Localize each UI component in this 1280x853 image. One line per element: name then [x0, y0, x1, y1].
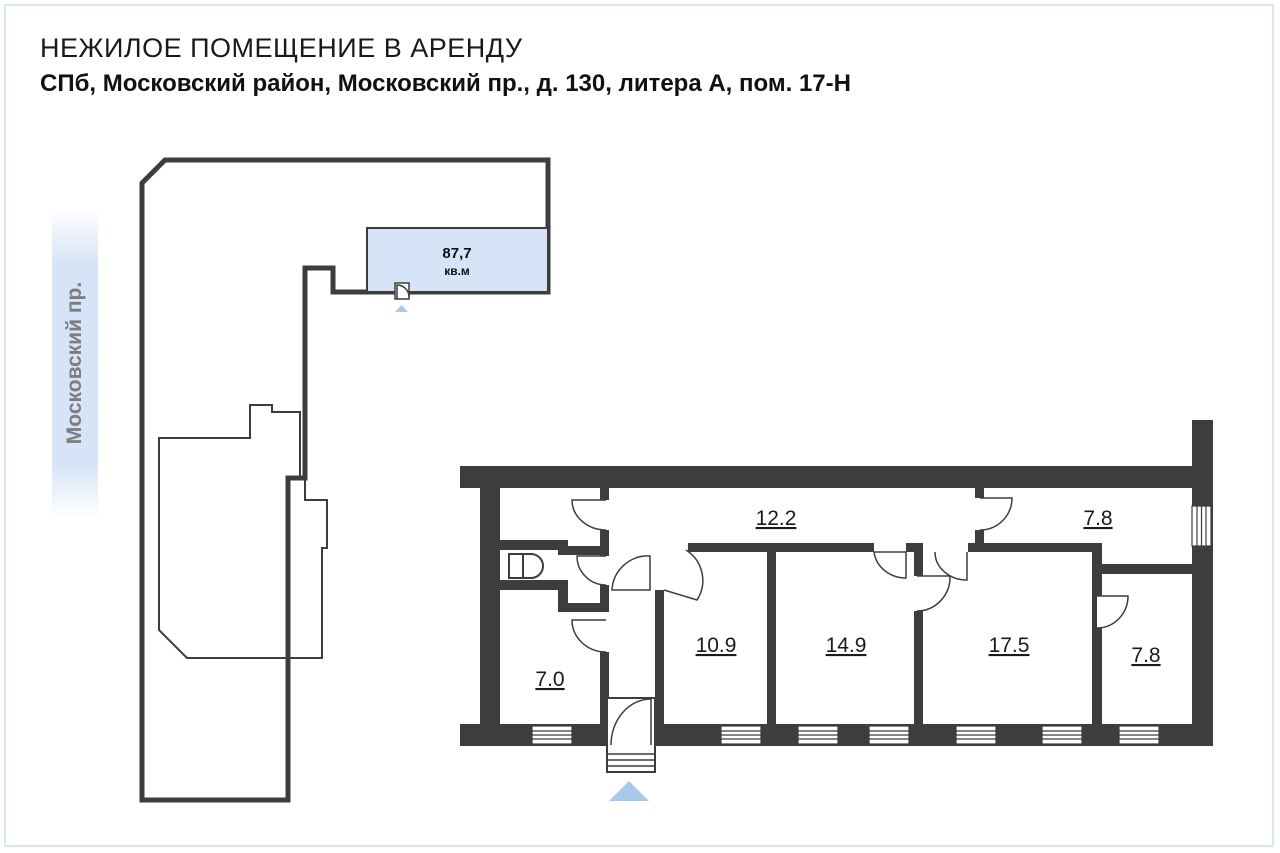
wall-mid-1 — [688, 543, 874, 552]
room-area-b: 14.9 — [826, 634, 867, 657]
premises-area-value: 87,7 — [442, 245, 471, 262]
room-area-top-right: 7.8 — [1083, 507, 1112, 530]
door-room-left-icon — [571, 619, 607, 653]
wall-mid-7 — [975, 530, 984, 552]
room-labels: 12.2 7.8 7.0 10.9 14.9 17.5 7.8 — [535, 507, 1160, 691]
page-title: НЕЖИЛОЕ ПОМЕЩЕНИЕ В АРЕНДУ — [40, 33, 523, 63]
wall-bath-5 — [558, 580, 568, 610]
door-room-c-upper-icon — [934, 551, 968, 581]
detailed-plan: 12.2 7.8 7.0 10.9 14.9 17.5 7.8 — [460, 420, 1213, 801]
site-entrance-arrow-icon — [395, 305, 408, 312]
door-room-top-right-icon — [979, 497, 1013, 531]
room-area-c: 17.5 — [989, 634, 1030, 657]
door-bath-lower-icon — [576, 555, 607, 586]
wall-left — [480, 466, 500, 746]
door-room-right-icon — [1096, 595, 1129, 629]
entrance-vestibule — [606, 697, 656, 773]
room-area-right: 7.8 — [1131, 644, 1160, 667]
door-corridor-icon — [611, 549, 704, 601]
window-icon — [531, 725, 573, 745]
door-bath-upper-icon — [571, 499, 607, 531]
wall-top — [460, 466, 1213, 488]
wall-room-a-left — [655, 590, 664, 725]
street-band — [52, 208, 98, 518]
wall-mid-2 — [906, 543, 916, 552]
room-area-left: 7.0 — [535, 668, 564, 691]
wall-mid-3 — [968, 543, 1100, 552]
wall-pillar-right — [1192, 420, 1213, 746]
wall-mid-4 — [1092, 543, 1102, 725]
window-icon — [955, 725, 997, 745]
windows — [531, 505, 1212, 745]
room-area-corridor: 12.2 — [756, 507, 797, 530]
wall-bath-7 — [600, 488, 609, 500]
door-room-c-lower-icon — [916, 575, 951, 612]
site-plan: 87,7 кв.м — [139, 157, 551, 803]
wall-bath-10 — [600, 652, 609, 725]
door-room-b-icon — [873, 551, 907, 579]
wall-room-a-b — [767, 543, 776, 725]
premises-highlight — [366, 227, 549, 293]
wall-room-b-c-bottom — [914, 611, 923, 725]
entrance-arrow-icon — [609, 781, 649, 801]
window-icon — [868, 725, 910, 745]
wall-bath-6 — [558, 603, 603, 612]
window-icon — [1118, 725, 1160, 745]
wall-mid-6 — [975, 488, 984, 498]
wall-mid-5 — [1092, 564, 1192, 574]
address-line: СПб, Московский район, Московский пр., д… — [40, 70, 851, 97]
window-side-icon — [1191, 505, 1212, 547]
building-outline — [139, 157, 551, 803]
wall-bath-1 — [500, 540, 558, 550]
window-icon — [797, 725, 839, 745]
window-icon — [720, 725, 762, 745]
wall-bath-4 — [500, 580, 558, 590]
wall-bath-3 — [558, 546, 603, 555]
wall-bath-9 — [600, 585, 609, 612]
courtyard-outline — [158, 404, 328, 659]
site-door-icon — [394, 282, 410, 300]
premises-area-unit: кв.м — [444, 264, 470, 278]
wall-room-b-c-top — [914, 543, 923, 576]
room-area-a: 10.9 — [696, 634, 737, 657]
toilet-icon — [508, 553, 544, 579]
window-icon — [1041, 725, 1083, 745]
page-frame — [4, 4, 1274, 847]
wall-bath-8 — [600, 530, 609, 556]
